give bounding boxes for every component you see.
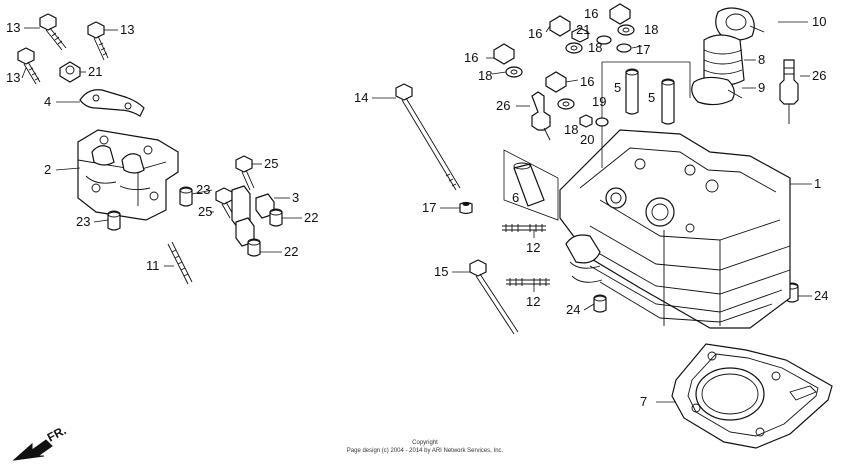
callout-23: 23	[196, 182, 210, 197]
callout-13: 13	[120, 22, 134, 37]
bolt-25-upper	[235, 155, 255, 191]
callout-15: 15	[434, 264, 448, 279]
callout-24: 24	[566, 302, 580, 317]
copyright-line-2: Page design (c) 2004 - 2014 by ARI Netwo…	[347, 448, 504, 454]
callout-11: 11	[146, 258, 160, 273]
bolt-25-lower	[215, 187, 235, 219]
callout-26: 26	[496, 98, 510, 113]
callout-10: 10	[812, 14, 826, 29]
callout-16: 16	[464, 50, 478, 65]
washer-18-e	[557, 98, 575, 110]
stud-bolt-12-upper	[502, 224, 546, 232]
bolt-14	[395, 83, 461, 191]
callout-5: 5	[648, 90, 655, 105]
washer-17-top	[616, 43, 632, 53]
callout-4: 4	[44, 94, 51, 109]
spark-plug-26-right	[779, 59, 799, 124]
front-direction-arrow-icon	[12, 439, 53, 461]
callout-13: 13	[6, 20, 20, 35]
callout-12: 12	[526, 294, 540, 309]
callout-24: 24	[814, 288, 828, 303]
flange-bolt-13-left	[17, 47, 41, 85]
cap-nut-16-b	[549, 15, 571, 37]
callout-7: 7	[640, 394, 647, 409]
callout-12: 12	[526, 240, 540, 255]
washer-18-b	[565, 42, 583, 54]
cap-nut-21-left	[59, 61, 81, 83]
stud-bolt-12-lower	[506, 278, 550, 286]
callout-22: 22	[284, 244, 298, 259]
callout-17: 17	[636, 42, 650, 57]
callout-2: 2	[44, 162, 51, 177]
leader-lines	[21, 21, 812, 403]
spark-plug-26-left	[531, 91, 551, 141]
callout-16: 16	[584, 6, 598, 21]
dowel-pin-22-upper	[269, 208, 283, 227]
callout-14: 14	[354, 90, 368, 105]
callout-18: 18	[564, 122, 578, 137]
valve-guide-5-right	[661, 78, 675, 125]
callout-26: 26	[812, 68, 826, 83]
bolt-15	[469, 259, 519, 335]
cylinder-head-1	[559, 129, 791, 329]
dowel-pin-23-upper	[179, 186, 193, 207]
callout-19: 19	[592, 94, 606, 109]
camshaft-holder-2	[77, 129, 179, 221]
callout-16: 16	[528, 26, 542, 41]
callout-25: 25	[264, 156, 278, 171]
callout-22: 22	[304, 210, 318, 225]
cam-chain-guide-block-3	[231, 185, 275, 247]
flange-bolt-13-upper-right	[87, 21, 109, 61]
callout-21: 21	[88, 64, 102, 79]
insulator-clamp-9	[691, 76, 743, 106]
callout-23: 23	[76, 214, 90, 229]
callout-5: 5	[614, 80, 621, 95]
cap-nut-16-d	[545, 71, 567, 93]
cap-nut-16-a	[493, 43, 515, 65]
washer-18-a	[505, 66, 523, 78]
callout-16: 16	[580, 74, 594, 89]
dowel-pin-22-lower	[247, 238, 261, 257]
dowel-pin-23-lower	[107, 210, 121, 231]
rocker-arm-holder-plate-4	[79, 89, 145, 117]
callout-1: 1	[814, 176, 821, 191]
callout-9: 9	[758, 80, 765, 95]
dowel-pin-17-left	[459, 201, 473, 215]
callout-6: 6	[512, 190, 519, 205]
callout-13: 13	[6, 70, 20, 85]
washer-18-d	[596, 35, 612, 45]
callout-25: 25	[198, 204, 212, 219]
valve-guide-6	[513, 162, 545, 207]
front-direction-label: FR.	[45, 423, 69, 444]
callout-8: 8	[758, 52, 765, 67]
callout-18: 18	[588, 40, 602, 55]
callout-21: 21	[576, 22, 590, 37]
callout-3: 3	[292, 190, 299, 205]
callout-18: 18	[644, 22, 658, 37]
callout-18: 18	[478, 68, 492, 83]
insulator-clamp-10	[715, 7, 765, 41]
callout-17: 17	[422, 200, 436, 215]
washer-18-c	[617, 24, 635, 36]
copyright-line-1: Copyright	[412, 440, 438, 446]
flange-bolt-13-upper-left	[39, 13, 67, 51]
dowel-pin-24-left	[593, 294, 607, 313]
cylinder-head-gasket-7	[671, 343, 833, 449]
bolt-19-20	[579, 114, 609, 128]
stud-bolt-11	[167, 241, 193, 285]
valve-guide-5-left	[625, 68, 639, 115]
cap-nut-21-top	[571, 27, 589, 43]
callout-20: 20	[580, 132, 594, 147]
cap-nut-16-c	[609, 3, 631, 25]
